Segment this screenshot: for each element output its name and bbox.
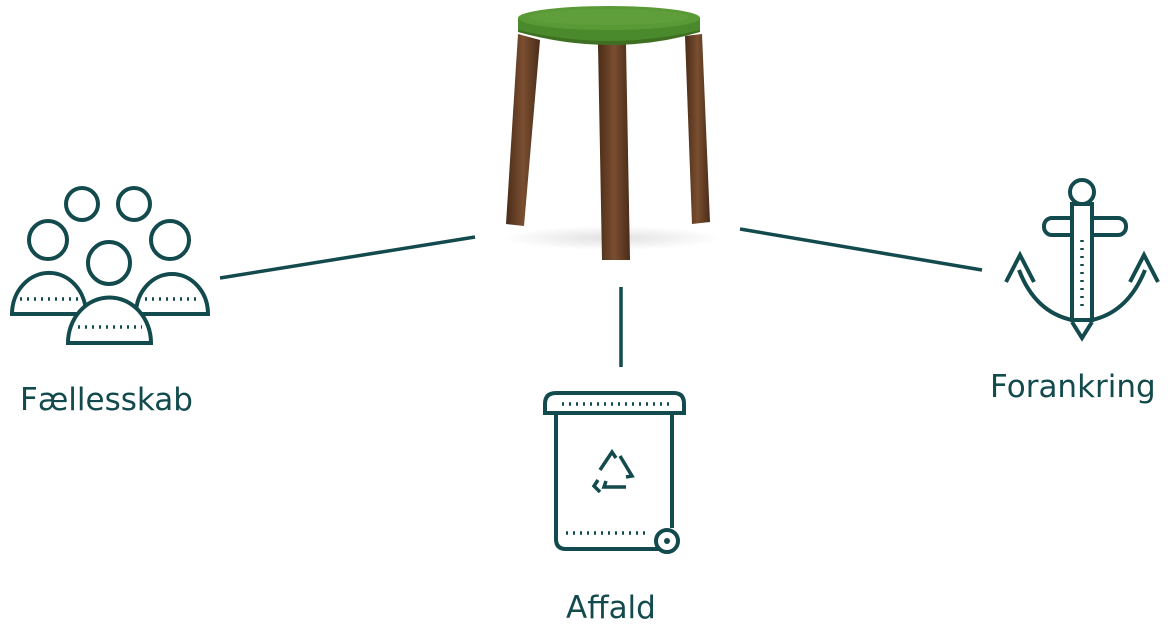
connector-anchor [740,229,982,270]
anchor-icon [1006,180,1158,338]
people-group-icon [12,188,208,343]
node-label-waste: Affald [566,590,656,626]
node-label-anchor: Forankring [990,369,1156,405]
node-label-community: Fællesskab [20,382,193,418]
connector-community [220,237,475,278]
stool-icon [502,6,722,260]
recycle-bin-icon [545,393,684,552]
